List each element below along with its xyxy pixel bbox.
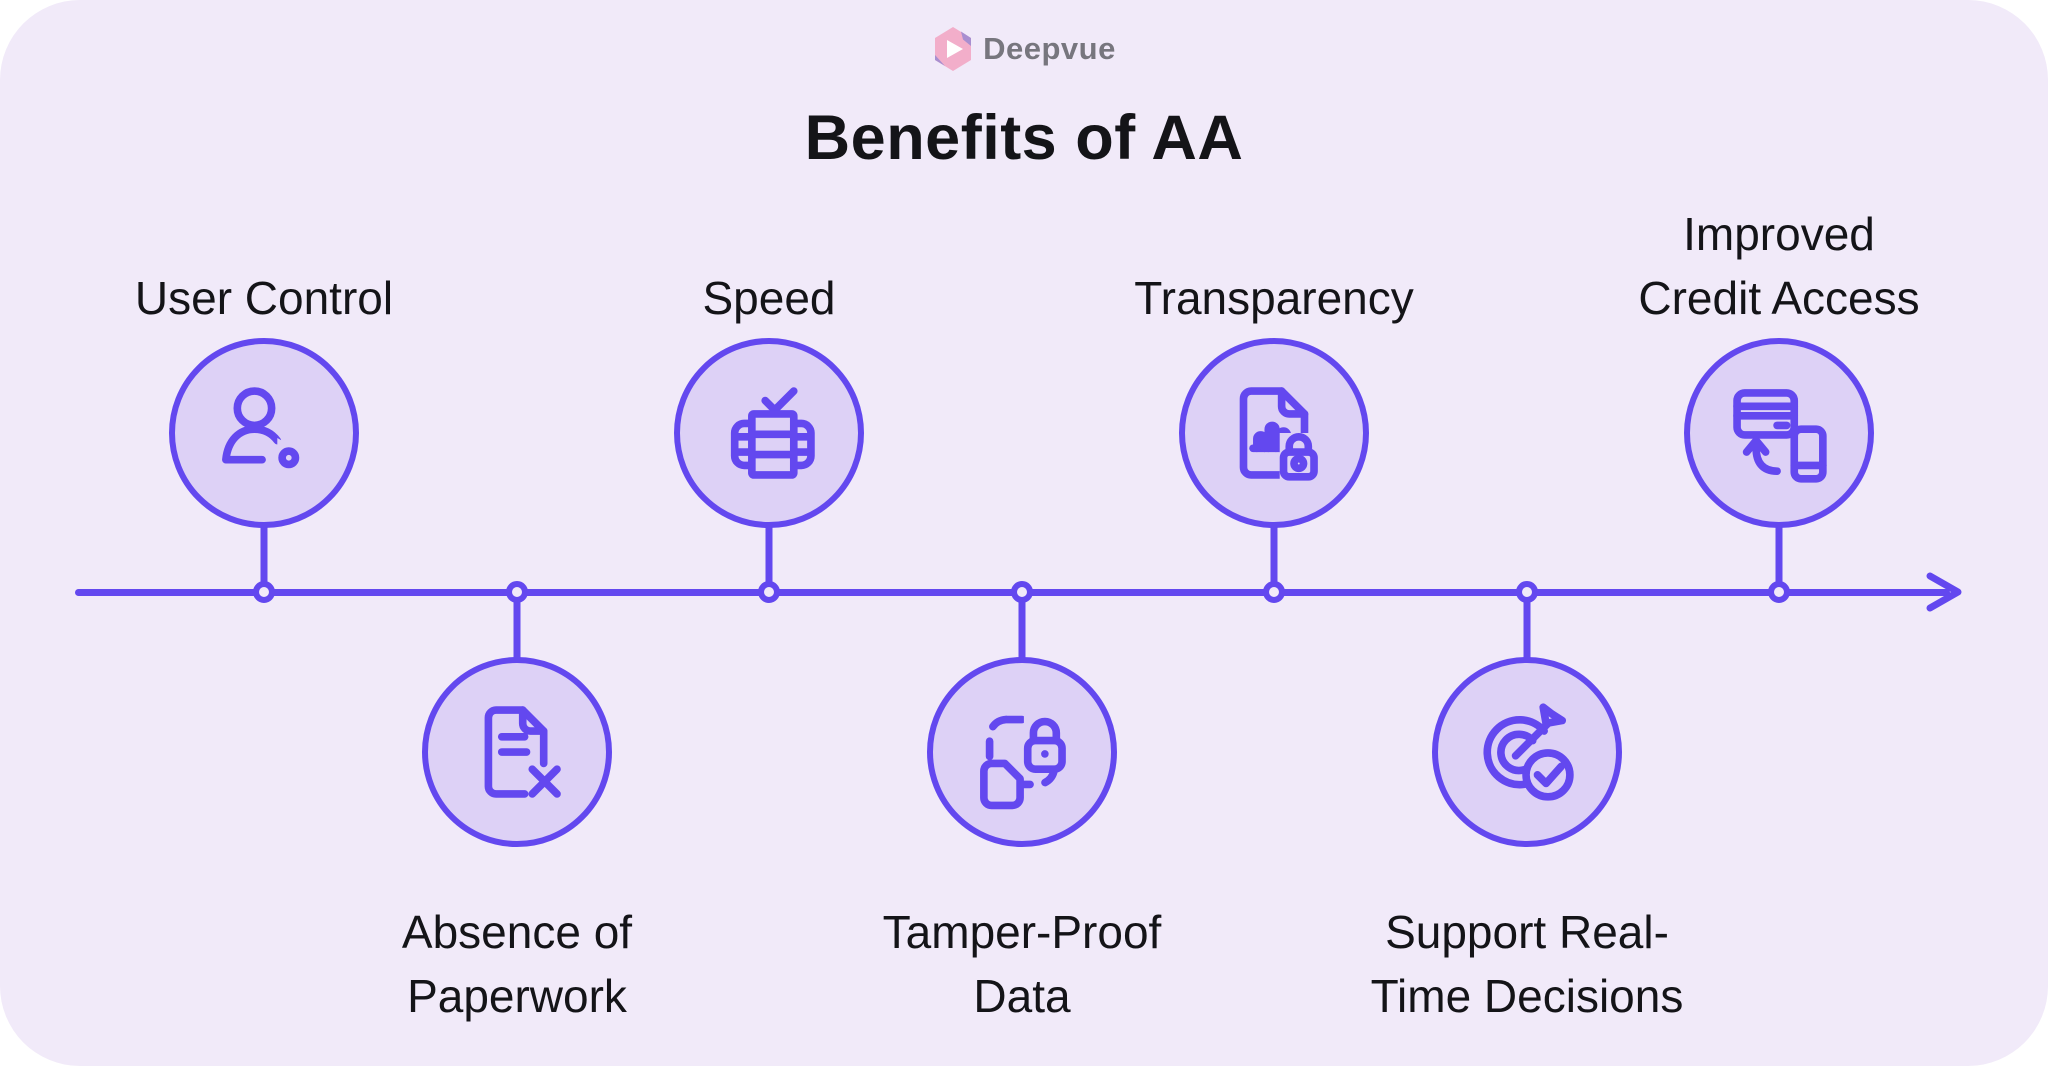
- timeline-arrowhead-icon: [1926, 572, 1962, 612]
- timeline-node: [1768, 581, 1790, 603]
- connector-line: [1775, 526, 1783, 592]
- connector-line: [1270, 526, 1278, 592]
- item-label: Absence of Paperwork: [401, 906, 633, 1022]
- item-circle: [422, 657, 612, 847]
- item-label: Improved Credit Access: [1638, 208, 1920, 324]
- item-label: Transparency: [1134, 272, 1414, 324]
- timeline-item-improved-credit-access: Improved Credit Access: [1638, 0, 1920, 1066]
- timeline-item-support-real-time-decisions: Support Real- Time Decisions: [1371, 0, 1683, 1066]
- timeline-item-tamper-proof-data: Tamper-Proof Data: [883, 0, 1161, 1066]
- report-lock-icon: [1239, 387, 1320, 481]
- page-title: Benefits of AA: [804, 103, 1244, 173]
- connector-line: [1523, 592, 1531, 659]
- timeline-node: [253, 581, 275, 603]
- item-label: User Control: [134, 272, 394, 324]
- dashed-box-lock-icon: [980, 713, 1066, 810]
- item-circle: [927, 657, 1117, 847]
- item-circle: [169, 338, 359, 528]
- item-label: Support Real- Time Decisions: [1370, 906, 1684, 1022]
- timeline-item-user-control: User Control: [135, 0, 393, 1066]
- brand-name: Deepvue: [983, 31, 1116, 66]
- connector-line: [1018, 592, 1026, 659]
- timeline-node: [506, 581, 528, 603]
- item-label: Tamper-Proof Data: [882, 906, 1162, 1022]
- document-x-icon: [484, 706, 561, 798]
- connector-line: [765, 526, 773, 592]
- item-circle: [1684, 338, 1874, 528]
- item-label: Speed: [702, 272, 836, 324]
- server-check-icon: [730, 387, 815, 479]
- item-circle: [1432, 657, 1622, 847]
- timeline-item-transparency: Transparency: [1134, 0, 1414, 1066]
- timeline-item-absence-of-paperwork: Absence of Paperwork: [402, 0, 632, 1066]
- target-check-icon: [1483, 703, 1574, 801]
- connector-line: [513, 592, 521, 659]
- brand-logo: Deepvue: [0, 26, 2048, 72]
- timeline-node: [1011, 581, 1033, 603]
- item-circle: [674, 338, 864, 528]
- item-circle: [1179, 338, 1369, 528]
- card-phone-swap-icon: [1733, 389, 1827, 483]
- timeline-node: [758, 581, 780, 603]
- timeline-node: [1263, 581, 1285, 603]
- deepvue-hexagon-logo-icon: [935, 27, 972, 71]
- connector-line: [260, 526, 268, 592]
- user-gear-icon: [222, 387, 312, 478]
- timeline-item-speed: Speed: [674, 0, 864, 1066]
- timeline-node: [1516, 581, 1538, 603]
